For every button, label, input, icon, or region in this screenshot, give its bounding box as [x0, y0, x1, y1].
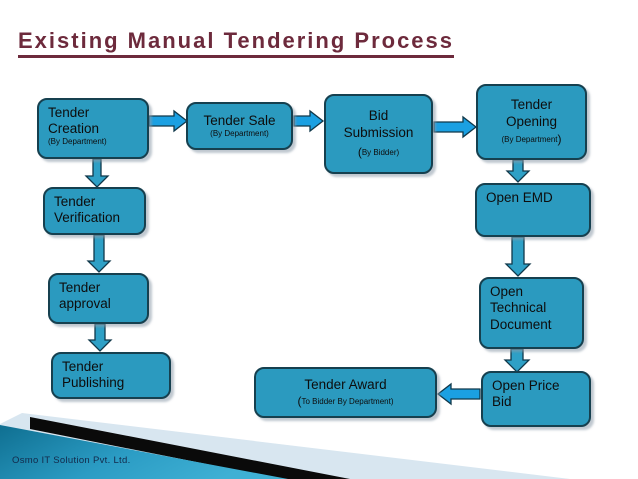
node-tender-approval: Tender approval [48, 273, 149, 324]
node-bid-submission: Bid Submission (By Bidder) [324, 94, 433, 174]
node-tender-sale: Tender Sale (By Department) [186, 102, 293, 150]
arrow-technical-to-pricebid [503, 348, 531, 373]
node-sublabel: (To Bidder By Department) [297, 394, 394, 409]
node-label: Open EMD [486, 190, 553, 205]
arrow-verification-to-approval [86, 234, 112, 273]
node-tender-verification: Tender Verification [43, 187, 146, 235]
arrow-approval-to-publishing [87, 323, 113, 352]
arrow-pricebid-to-award [436, 382, 481, 406]
arrow-sale-to-submission [293, 109, 325, 133]
arrow-emd-to-technical [504, 236, 532, 277]
node-open-emd: Open EMD [475, 183, 591, 237]
arrow-creation-to-verification [84, 158, 110, 188]
node-sublabel: (By Department) [501, 132, 562, 147]
node-label: Tender Creation [48, 105, 100, 137]
arrow-creation-to-sale [148, 109, 189, 133]
node-label: Tender Sale [203, 113, 276, 129]
node-open-price-bid: Open Price Bid [481, 371, 591, 427]
node-label: Tender Verification [54, 194, 121, 226]
node-label: Open Technical Document [490, 284, 552, 332]
node-sublabel: (By Bidder) [357, 145, 400, 160]
slide-title: Existing Manual Tendering Process [18, 28, 455, 58]
node-tender-publishing: Tender Publishing [51, 352, 171, 399]
arrow-opening-to-emd [505, 159, 531, 183]
node-sublabel: (By Department) [48, 136, 107, 146]
node-tender-opening: Tender Opening (By Department) [476, 84, 587, 160]
node-label: Tender Publishing [62, 359, 125, 391]
decoration-black-stripe [30, 417, 350, 479]
decoration-teal-triangle [0, 425, 288, 479]
node-label: Bid Submission [343, 108, 414, 140]
node-label: Tender approval [59, 280, 111, 312]
node-tender-award: Tender Award (To Bidder By Department) [254, 367, 437, 418]
node-tender-creation: Tender Creation (By Department) [37, 98, 149, 159]
arrow-submission-to-opening [433, 115, 478, 139]
node-label: Open Price Bid [492, 378, 560, 410]
node-label: Tender Opening [505, 97, 558, 129]
node-sublabel: (By Department) [210, 128, 269, 138]
footer-company-name: Osmo IT Solution Pvt. Ltd. [12, 455, 131, 466]
node-open-technical-document: Open Technical Document [479, 277, 584, 349]
node-label: Tender Award [304, 376, 387, 392]
